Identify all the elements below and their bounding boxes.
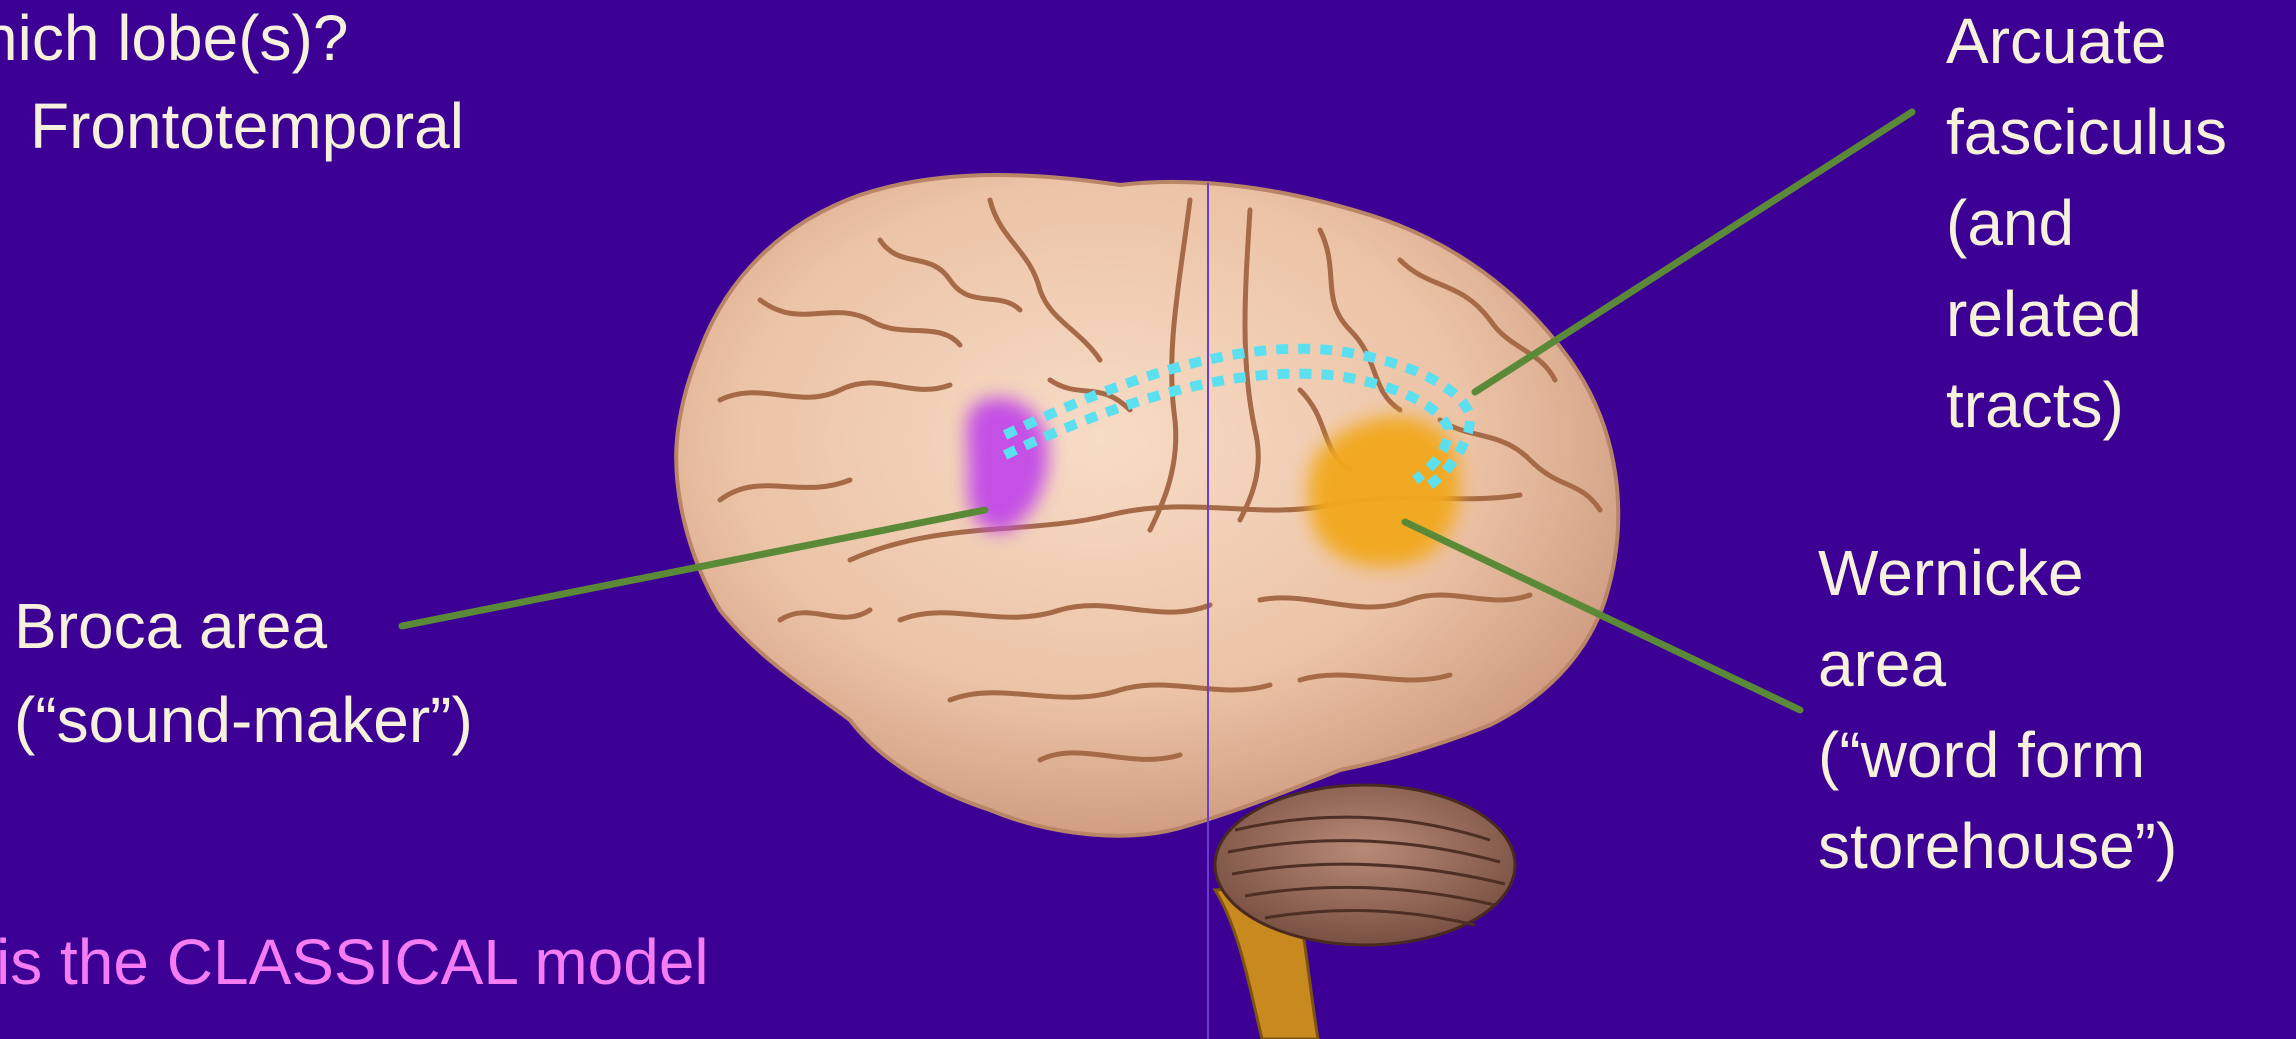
cerebellum (1215, 785, 1515, 945)
cerebrum (676, 175, 1618, 836)
question-line-1: hich lobe(s)? (0, 0, 348, 82)
arcuate-label-line: tracts) (1946, 360, 2286, 451)
arcuate-label-line: (and (1946, 178, 2286, 269)
wernicke-label-line: (“word form (1818, 710, 2288, 801)
wernicke-label-line: area (1818, 619, 2288, 710)
question-answer: Frontotemporal (30, 82, 464, 170)
arcuate-label-line: related (1946, 269, 2286, 360)
wernicke-label-line: Wernicke (1818, 528, 2288, 619)
arcuate-leader-line (1475, 112, 1912, 392)
classical-model-note: is the CLASSICAL model (0, 918, 709, 1006)
arcuate-label-line: Arcuate (1946, 0, 2286, 87)
broca-area-description: (“sound-maker”) (14, 676, 473, 764)
wernicke-label-line: storehouse”) (1818, 801, 2288, 892)
wernicke-area-label: Wernicke area (“word form storehouse”) (1818, 528, 2288, 892)
arcuate-fasciculus-label: Arcuate fasciculus (and related tracts) (1946, 0, 2286, 451)
arcuate-label-line: fasciculus (1946, 87, 2286, 178)
broca-area-label: Broca area (14, 582, 327, 670)
